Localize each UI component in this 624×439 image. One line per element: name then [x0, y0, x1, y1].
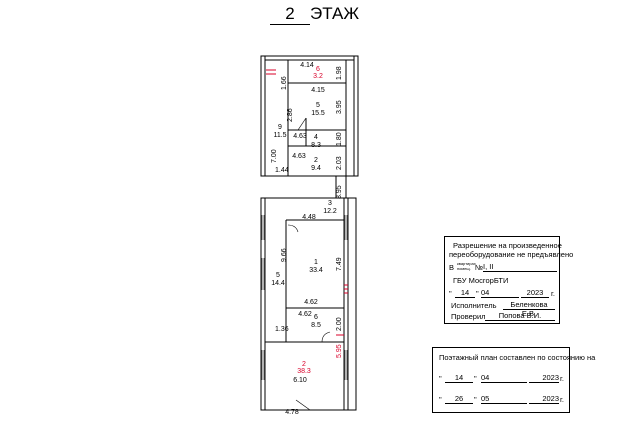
permission-year: 2023 — [521, 288, 549, 298]
floor-label: ЭТАЖ — [310, 4, 360, 23]
room-6b-area: 8.5 — [311, 322, 321, 329]
floor-title: 2 ЭТАЖ — [0, 0, 624, 30]
dim-label: 2.00 — [336, 317, 343, 331]
upper-left-wall — [260, 55, 266, 177]
checker-name: Попова В.И. — [485, 311, 555, 321]
dim-label: 1.36 — [275, 326, 289, 333]
room-6-area: 3.2 — [313, 73, 323, 80]
room-2-number: 2 — [314, 157, 318, 164]
dim-label: 5.95 — [336, 344, 343, 358]
room-5b-number: 5 — [276, 272, 280, 279]
permission-small-1: квартирах — [457, 261, 476, 266]
status-date1-year: 2023 — [529, 373, 559, 383]
room-6-number: 6 — [316, 66, 320, 73]
permission-day: 14 — [455, 288, 475, 298]
dim-label: 4.63 — [293, 133, 307, 140]
dim-label: 7.49 — [336, 257, 343, 271]
dim-label: 4.15 — [311, 87, 325, 94]
date-open-quote: " — [449, 289, 452, 298]
outer-walls — [260, 55, 359, 411]
dim-label: 1.66 — [281, 76, 288, 90]
permission-line-2: переоборудование не предъявлено — [449, 250, 574, 259]
door-arcs — [287, 117, 331, 411]
date1-year-suffix: г. — [560, 374, 564, 383]
room-5-number: 5 — [316, 102, 320, 109]
permission-prefix: В — [449, 263, 455, 272]
date2-open-quote: " — [439, 395, 442, 404]
wall-windows — [261, 215, 348, 380]
floor-number: 2 — [270, 4, 310, 25]
date1-open-quote: " — [439, 374, 442, 383]
dim-label: 4.48 — [302, 214, 316, 221]
window-marks — [266, 69, 348, 336]
permission-small-2: помещ. — [457, 266, 471, 271]
dim-label: 2.03 — [336, 156, 343, 170]
room-1-area: 33.4 — [309, 267, 323, 274]
dim-label: 1.44 — [275, 167, 289, 174]
dim-label: 4.62 — [298, 311, 312, 318]
dim-label: 4.14 — [300, 62, 314, 69]
room-9-number: 9 — [278, 124, 282, 131]
number-value: I, II — [483, 262, 557, 272]
status-date1-day: 14 — [445, 373, 473, 383]
plan-status-stamp: Поэтажный план составлен по состоянию на… — [432, 347, 595, 413]
status-date2-day: 26 — [445, 394, 473, 404]
executor-name: Беленкова Е.В. — [503, 300, 555, 318]
room-5-area: 15.5 — [311, 110, 325, 117]
dim-label: 6.10 — [293, 377, 307, 384]
room-2b-number: 2 — [302, 361, 306, 368]
status-date2-year: 2023 — [529, 394, 559, 404]
dim-label: 4.62 — [304, 299, 318, 306]
dim-label: 4.63 — [292, 153, 306, 160]
room-6b-number: 6 — [314, 314, 318, 321]
dim-label: 2.86 — [287, 108, 294, 122]
room-4-area: 8.3 — [311, 142, 321, 149]
dim-label: 7.00 — [271, 149, 278, 163]
date2-close-quote: " — [474, 395, 477, 404]
organization-name: ГБУ МосгорБТИ — [453, 276, 509, 285]
room-2-area: 9.4 — [311, 165, 321, 172]
lower-left-wall — [260, 197, 266, 411]
room-4-number: 4 — [314, 134, 318, 141]
dim-label: 9.66 — [281, 248, 288, 262]
upper-right-wall — [353, 55, 359, 177]
room-5b-area: 14.4 — [271, 280, 285, 287]
year-suffix: г. — [551, 289, 555, 298]
status-title: Поэтажный план составлен по состоянию на — [439, 353, 596, 362]
room-2b-area: 38.3 — [297, 368, 311, 375]
dim-label: 3.95 — [336, 185, 343, 199]
date1-close-quote: " — [474, 374, 477, 383]
room-3-area: 12.2 — [323, 208, 337, 215]
dim-label: 1.98 — [336, 66, 343, 80]
number-label: № — [475, 263, 484, 272]
permission-line-1: Разрешение на произведенное — [453, 241, 562, 250]
dim-label: 3.95 — [336, 100, 343, 114]
room-3-number: 3 — [328, 200, 332, 207]
room-9-area: 11.5 — [273, 132, 287, 139]
room-1-number: 1 — [314, 259, 318, 266]
checker-label: Проверил — [451, 312, 486, 321]
permission-month: 04 — [481, 288, 519, 298]
status-date1-month: 04 — [481, 373, 527, 383]
date-close-quote: " — [476, 289, 479, 298]
status-date2-month: 05 — [481, 394, 527, 404]
dim-label: 1.80 — [336, 132, 343, 146]
lower-right-wall — [343, 197, 349, 411]
permission-stamp: Разрешение на произведенное переоборудов… — [444, 236, 573, 324]
dim-label: 4.78 — [285, 409, 299, 416]
date2-year-suffix: г. — [560, 395, 564, 404]
executor-label: Исполнитель — [451, 301, 497, 310]
